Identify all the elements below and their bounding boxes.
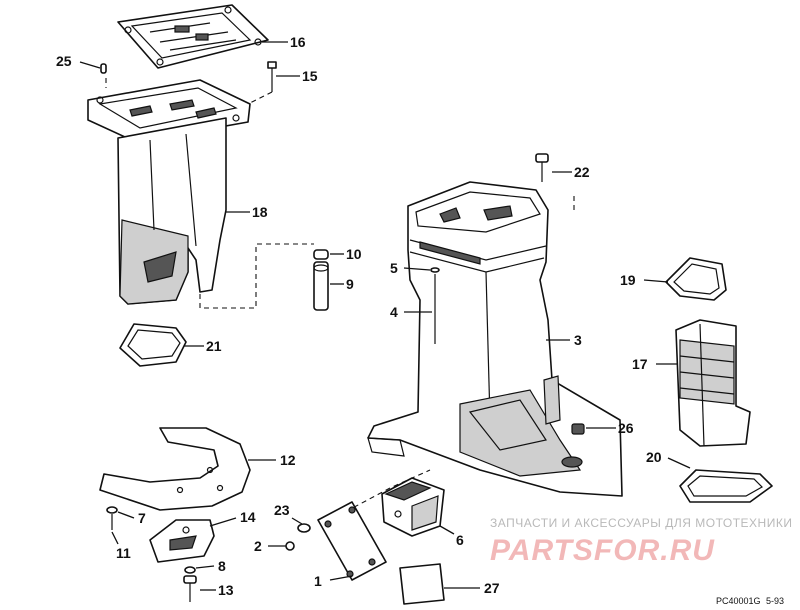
watermark: ЗАПЧАСТИ И АКСЕССУАРЫ ДЛЯ МОТОТЕХНИКИ PA… bbox=[490, 516, 792, 567]
part-8-washer bbox=[184, 566, 196, 574]
part-21-gasket bbox=[119, 323, 187, 367]
part-14-bracket bbox=[149, 519, 215, 563]
callout-9: 9 bbox=[346, 276, 354, 292]
part-26-plug bbox=[571, 423, 585, 435]
callout-21: 21 bbox=[206, 338, 222, 354]
callout-16: 16 bbox=[290, 34, 306, 50]
callout-17: 17 bbox=[632, 356, 648, 372]
callout-23: 23 bbox=[274, 502, 290, 518]
callout-7: 7 bbox=[138, 510, 146, 526]
callout-1: 1 bbox=[314, 573, 322, 589]
part-23-washer bbox=[297, 523, 311, 533]
part-5-washer bbox=[430, 267, 440, 273]
part-10-cap bbox=[313, 249, 329, 260]
callout-11: 11 bbox=[116, 545, 131, 561]
callout-20: 20 bbox=[646, 449, 662, 465]
callout-27: 27 bbox=[484, 580, 500, 596]
part-13-bolt bbox=[183, 575, 197, 602]
part-9-tube bbox=[313, 261, 329, 311]
part-17-exhaust-tube bbox=[675, 319, 751, 447]
part-12-shim-plate bbox=[99, 427, 251, 511]
part-15-screw bbox=[267, 61, 277, 92]
part-1-cover-plate bbox=[317, 501, 387, 581]
leader-lines bbox=[79, 41, 691, 591]
callout-2: 2 bbox=[254, 538, 262, 554]
watermark-brand: PARTSFOR.RU bbox=[490, 534, 715, 567]
callout-5: 5 bbox=[390, 260, 398, 276]
part-2-screw bbox=[285, 541, 295, 551]
watermark-tagline: ЗАПЧАСТИ И АКСЕССУАРЫ ДЛЯ МОТОТЕХНИКИ bbox=[490, 516, 792, 530]
part-19-gasket bbox=[665, 257, 727, 301]
drawing-code-number: PC40001G bbox=[716, 596, 761, 606]
part-25-dowel bbox=[100, 63, 107, 74]
callout-22: 22 bbox=[574, 164, 590, 180]
callout-26: 26 bbox=[618, 420, 634, 436]
callout-labels: 16 25 15 18 22 10 5 9 19 4 21 3 17 26 12… bbox=[56, 34, 662, 598]
callout-19: 19 bbox=[620, 272, 636, 288]
callout-25: 25 bbox=[56, 53, 72, 69]
callout-12: 12 bbox=[280, 452, 296, 468]
callout-10: 10 bbox=[346, 246, 362, 262]
callout-13: 13 bbox=[218, 582, 234, 598]
part-3-driveshaft-housing bbox=[367, 181, 623, 497]
part-20-gasket bbox=[679, 469, 773, 503]
callout-14: 14 bbox=[240, 509, 256, 525]
part-22-screw bbox=[535, 153, 549, 182]
callout-6: 6 bbox=[456, 532, 464, 548]
callout-15: 15 bbox=[302, 68, 318, 84]
callout-4: 4 bbox=[390, 304, 398, 320]
drawing-code: PC40001G 5-93 bbox=[716, 596, 784, 606]
callout-18: 18 bbox=[252, 204, 268, 220]
drawing-code-date: 5-93 bbox=[766, 596, 784, 606]
part-27-pad bbox=[399, 563, 445, 605]
callout-8: 8 bbox=[218, 558, 226, 574]
part-6-mount bbox=[381, 477, 445, 537]
part-7-washer bbox=[106, 506, 118, 514]
callout-3: 3 bbox=[574, 332, 582, 348]
part-16-gasket-plate bbox=[117, 4, 269, 69]
part-18-exhaust-housing bbox=[87, 79, 251, 305]
